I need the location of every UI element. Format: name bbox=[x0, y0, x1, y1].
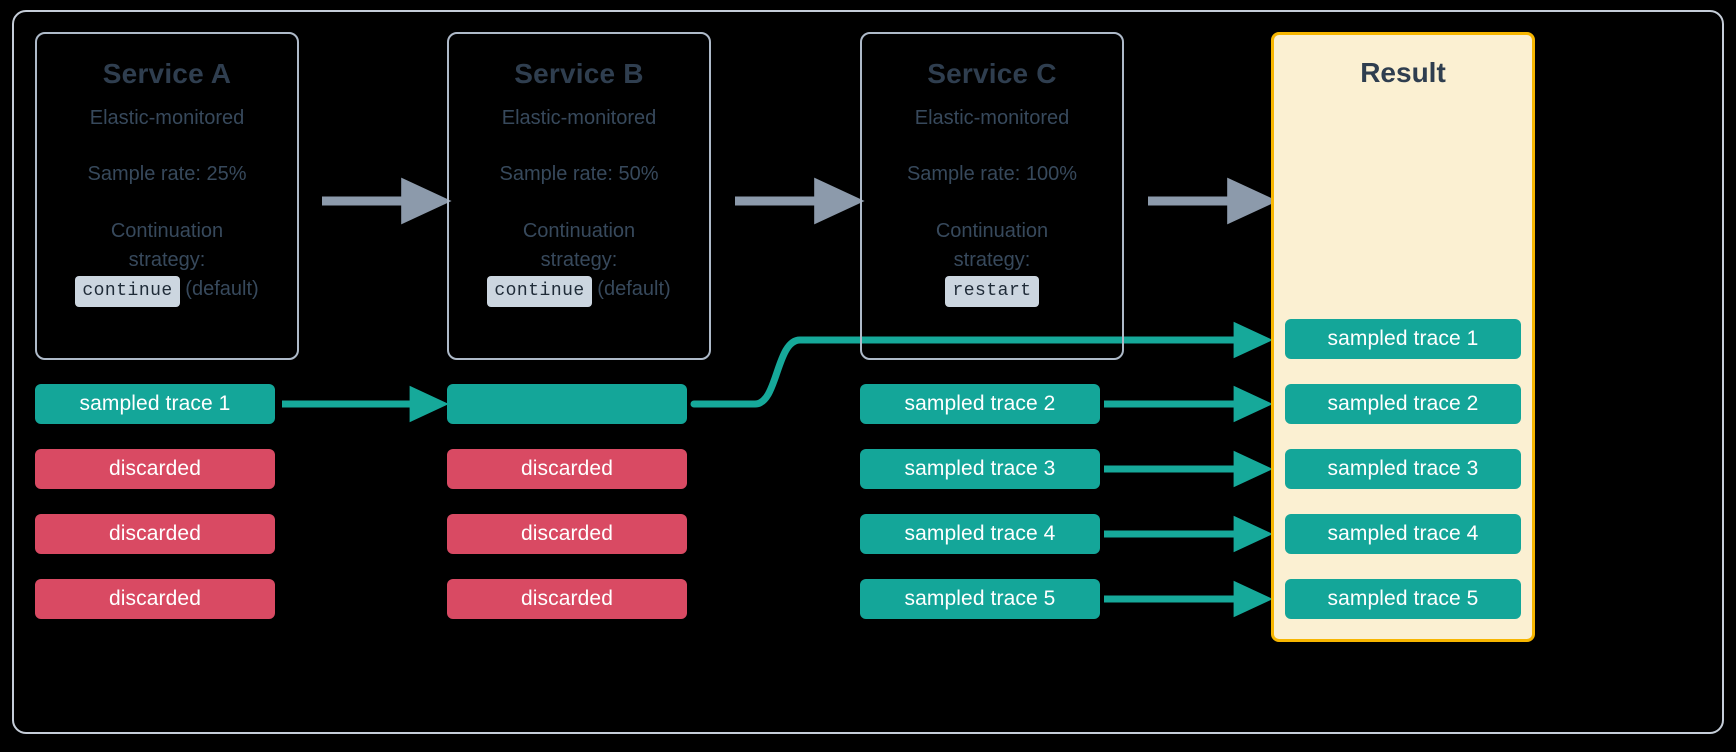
service-a-sample-rate: Sample rate: 25% bbox=[87, 163, 247, 185]
trace-pill[interactable]: sampled trace 1 bbox=[1285, 319, 1521, 359]
service-a-strategy-label-1: Continuation bbox=[110, 220, 224, 242]
service-c-continuation-strategy: Continuation strategy: restart bbox=[935, 217, 1049, 308]
trace-pill[interactable]: sampled trace 2 bbox=[1285, 384, 1521, 424]
service-a-strategy-value: continue bbox=[75, 276, 180, 308]
trace-pill[interactable]: sampled trace 2 bbox=[860, 384, 1100, 424]
service-b-strategy-value: continue bbox=[487, 276, 592, 308]
trace-pill[interactable]: discarded bbox=[447, 514, 687, 554]
service-a-title: Service A bbox=[102, 58, 232, 89]
trace-pill[interactable]: sampled trace 1 bbox=[35, 384, 275, 424]
service-a-subtitle: Elastic-monitored bbox=[89, 107, 245, 129]
trace-pill[interactable]: discarded bbox=[447, 449, 687, 489]
trace-pill[interactable]: sampled trace 3 bbox=[1285, 449, 1521, 489]
service-card-c[interactable]: Service C Elastic-monitored Sample rate:… bbox=[860, 32, 1124, 360]
trace-pill[interactable]: sampled trace 5 bbox=[1285, 579, 1521, 619]
service-c-subtitle: Elastic-monitored bbox=[914, 107, 1070, 129]
service-c-strategy-value: restart bbox=[945, 276, 1039, 308]
trace-pill[interactable]: sampled trace 4 bbox=[1285, 514, 1521, 554]
trace-pill[interactable]: sampled trace 4 bbox=[860, 514, 1100, 554]
service-a-strategy-note: (default) bbox=[185, 278, 259, 300]
service-card-a[interactable]: Service A Elastic-monitored Sample rate:… bbox=[35, 32, 299, 360]
service-b-strategy-label-2: strategy: bbox=[540, 249, 618, 271]
service-b-continuation-strategy: Continuation strategy: continue (default… bbox=[487, 217, 671, 308]
trace-pill[interactable] bbox=[447, 384, 687, 424]
service-b-sample-rate: Sample rate: 50% bbox=[499, 163, 659, 185]
service-b-strategy-label-1: Continuation bbox=[522, 220, 636, 242]
service-b-strategy-note: (default) bbox=[597, 278, 671, 300]
trace-pill[interactable]: discarded bbox=[35, 449, 275, 489]
service-card-b[interactable]: Service B Elastic-monitored Sample rate:… bbox=[447, 32, 711, 360]
service-a-continuation-strategy: Continuation strategy: continue (default… bbox=[75, 217, 259, 308]
service-c-strategy-label-2: strategy: bbox=[953, 249, 1031, 271]
service-c-title: Service C bbox=[927, 58, 1057, 89]
trace-pill[interactable]: sampled trace 3 bbox=[860, 449, 1100, 489]
trace-pill[interactable]: discarded bbox=[35, 579, 275, 619]
service-b-subtitle: Elastic-monitored bbox=[501, 107, 657, 129]
trace-pill[interactable]: discarded bbox=[35, 514, 275, 554]
service-a-strategy-label-2: strategy: bbox=[128, 249, 206, 271]
service-b-title: Service B bbox=[514, 58, 644, 89]
result-title: Result bbox=[1360, 57, 1446, 88]
service-c-strategy-label-1: Continuation bbox=[935, 220, 1049, 242]
service-c-sample-rate: Sample rate: 100% bbox=[906, 163, 1078, 185]
trace-pill[interactable]: discarded bbox=[447, 579, 687, 619]
trace-pill[interactable]: sampled trace 5 bbox=[860, 579, 1100, 619]
